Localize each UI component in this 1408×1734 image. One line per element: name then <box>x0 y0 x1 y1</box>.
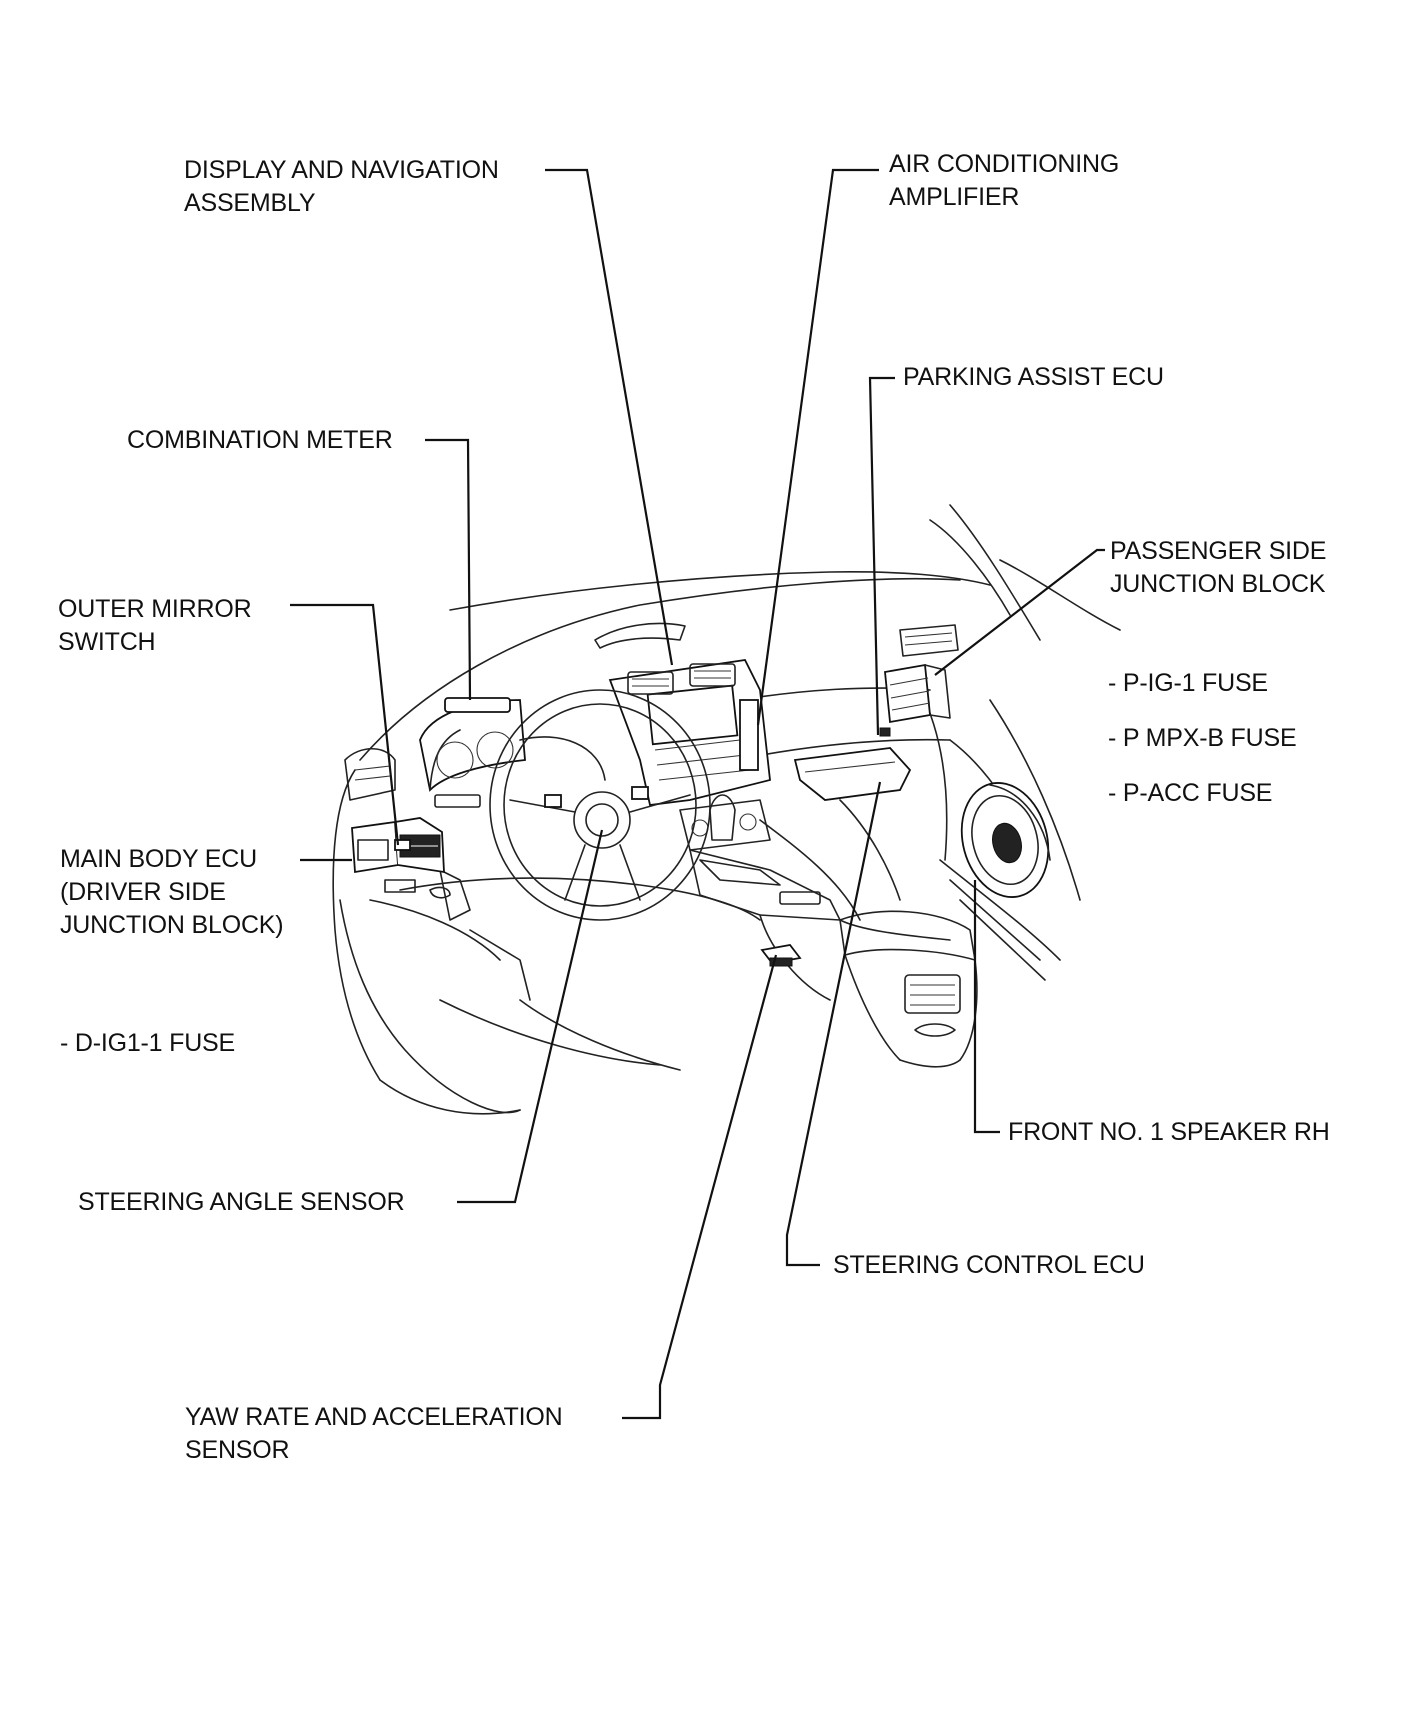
label-driver-fuse: - D-IG1-1 FUSE <box>60 1029 235 1057</box>
center-stack <box>608 659 771 851</box>
label-passenger-fuses: - P-IG-1 FUSE - P MPX-B FUSE - P-ACC FUS… <box>1108 669 1297 807</box>
label-air-conditioning-amplifier: AIR CONDITIONING AMPLIFIER <box>889 150 1120 211</box>
label-passenger-side-junction-block: PASSENGER SIDE JUNCTION BLOCK <box>1110 537 1327 598</box>
label-combination-meter: COMBINATION METER <box>127 426 393 454</box>
label-yaw-rate-sensor: YAW RATE AND ACCELERATION SENSOR <box>185 1403 563 1464</box>
label-outer-mirror-switch: OUTER MIRROR SWITCH <box>58 595 252 656</box>
front-speaker-rh <box>960 782 1051 898</box>
driver-side-area <box>344 748 451 899</box>
center-console <box>689 794 978 1068</box>
leader-lines <box>290 168 1105 1420</box>
steering-wheel <box>489 689 711 921</box>
dashboard-outline <box>332 504 1121 1115</box>
label-main-body-ecu: MAIN BODY ECU (DRIVER SIDE JUNCTION BLOC… <box>60 845 284 939</box>
combination-meter <box>419 697 526 808</box>
label-steering-control-ecu: STEERING CONTROL ECU <box>833 1251 1145 1279</box>
label-parking-assist-ecu: PARKING ASSIST ECU <box>903 363 1164 391</box>
label-steering-angle-sensor: STEERING ANGLE SENSOR <box>78 1188 405 1216</box>
passenger-side-area <box>793 624 959 801</box>
label-display-navigation: DISPLAY AND NAVIGATION ASSEMBLY <box>184 156 499 217</box>
label-front-speaker-rh: FRONT NO. 1 SPEAKER RH <box>1008 1118 1330 1146</box>
yaw-rate-sensor-part <box>760 944 802 967</box>
